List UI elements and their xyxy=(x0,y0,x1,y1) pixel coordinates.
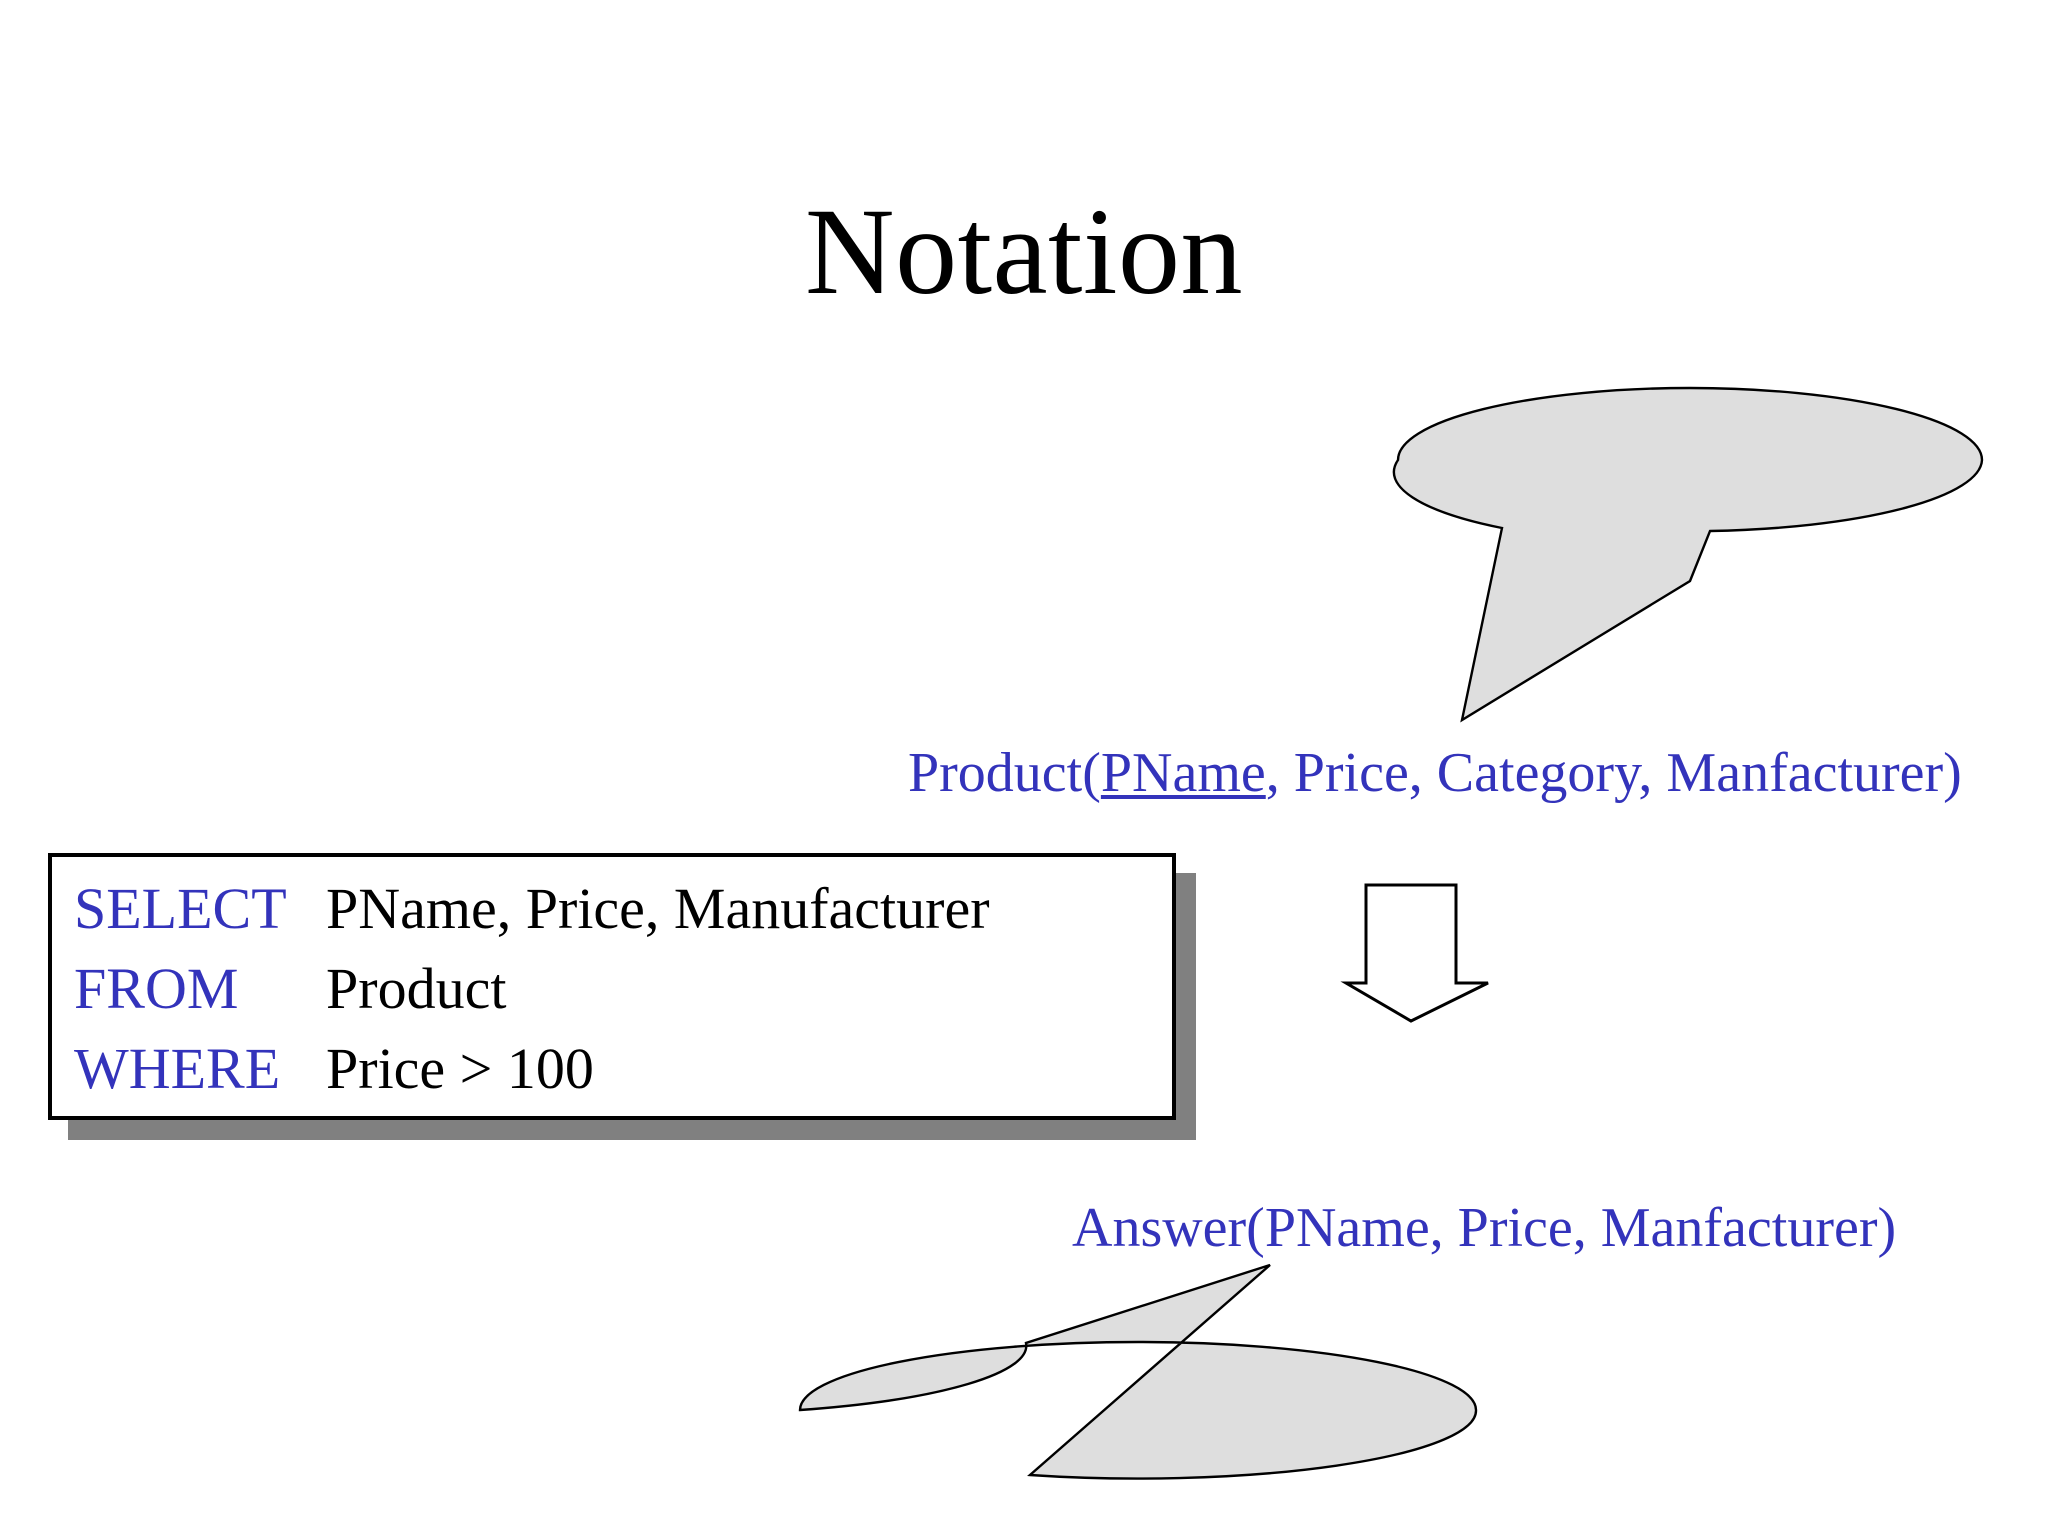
sql-line: FROM Product xyxy=(74,949,1166,1029)
sql-query-box: SELECT PName, Price, Manufacturer FROM P… xyxy=(48,853,1176,1120)
sql-argument-where: Price > 100 xyxy=(326,1036,594,1101)
sql-code-block: SELECT PName, Price, Manufacturer FROM P… xyxy=(74,869,1166,1109)
input-schema-key-attribute: PName xyxy=(1100,742,1266,804)
sql-keyword-from: FROM xyxy=(74,956,239,1021)
input-schema-open-paren: ( xyxy=(1082,742,1101,804)
input-callout-shape-icon xyxy=(1392,386,1984,723)
output-schema-line: Answer(PName, Price, Manfacturer) xyxy=(1072,1197,1897,1259)
sql-argument-from: Product xyxy=(326,956,507,1021)
sql-line: WHERE Price > 100 xyxy=(74,1029,1166,1109)
sql-argument-select: PName, Price, Manufacturer xyxy=(326,876,990,941)
input-schema-callout: Input Schema xyxy=(1380,385,2000,735)
page-title: Notation xyxy=(805,183,1243,320)
down-arrow-icon xyxy=(1340,883,1489,1023)
input-schema-line: Product(PName, Price, Category, Manfactu… xyxy=(908,745,1962,801)
output-callout-shape-icon xyxy=(798,1263,1478,1480)
output-schema-callout: Output Schema xyxy=(790,1255,1490,1500)
input-schema-relation: Product xyxy=(908,742,1083,804)
sql-line: SELECT PName, Price, Manufacturer xyxy=(74,869,1166,949)
sql-keyword-where: WHERE xyxy=(74,1036,281,1101)
sql-keyword-select: SELECT xyxy=(74,876,287,941)
input-schema-rest-attributes: , Price, Category, Manfacturer) xyxy=(1265,742,1962,804)
